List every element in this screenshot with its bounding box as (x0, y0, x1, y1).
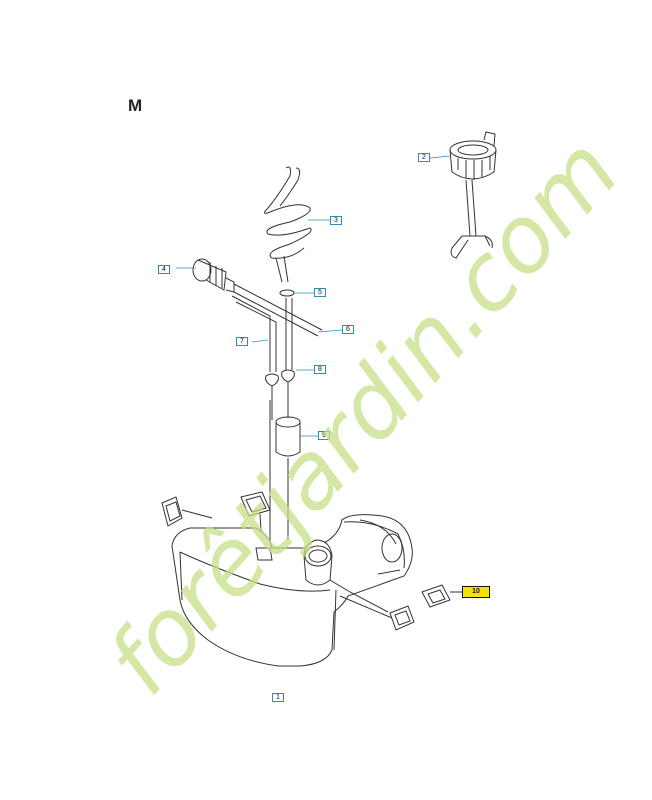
callout-8: 8 (314, 365, 326, 374)
callout-3: 3 (330, 216, 342, 225)
fuel-lines-part (231, 283, 323, 372)
callout-4: 4 (158, 265, 170, 274)
leader-lines (176, 155, 451, 437)
callout-9: 9 (318, 431, 330, 440)
rubber-mount-right (421, 584, 462, 608)
rubber-mount-top (240, 491, 271, 549)
callout-5: 5 (314, 288, 326, 297)
callout-2: 2 (418, 153, 430, 162)
return-hose-coil-part (264, 166, 312, 283)
callout-1: 1 (272, 693, 284, 702)
callout-10: 10 (462, 586, 490, 598)
callout-6: 6 (342, 325, 354, 334)
o-ring-part (279, 289, 295, 297)
primer-bulb-part (192, 258, 235, 293)
fuel-cap-part (449, 131, 497, 259)
fuel-filter-part (269, 400, 301, 548)
section-letter: M (128, 96, 143, 115)
rubber-mount-left (161, 496, 213, 527)
rubber-mount-bottom (389, 605, 415, 631)
fuel-tank-part (171, 514, 413, 667)
callout-7: 7 (236, 337, 248, 346)
